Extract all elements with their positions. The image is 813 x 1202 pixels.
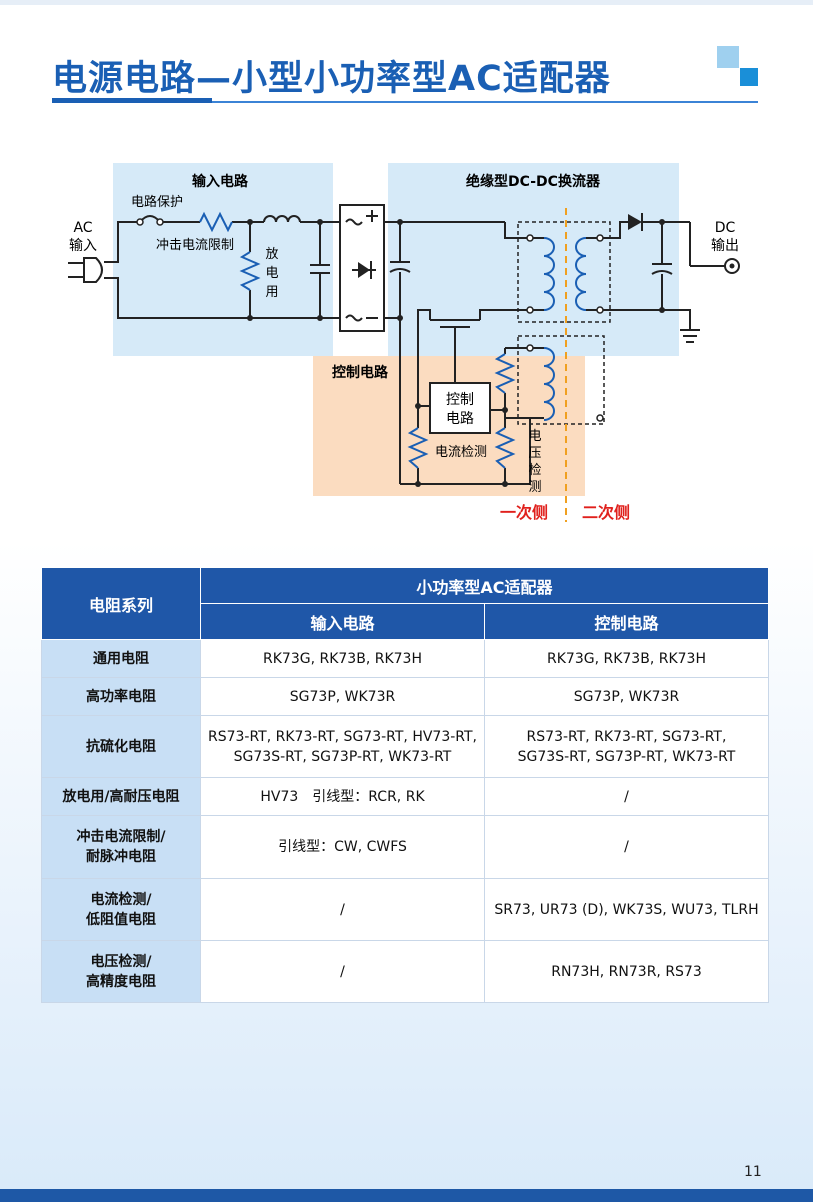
input-cell: RK73G, RK73B, RK73H (200, 639, 485, 678)
group-header: 小功率型AC适配器 (200, 567, 769, 604)
converter-region (388, 163, 679, 356)
table-row: 电流检测/低阻值电阻 / SR73, UR73 (D), WK73S, WU73… (41, 878, 769, 941)
control-cell: SG73P, WK73R (484, 677, 769, 716)
inrush-limit-label: 冲击电流限制 (156, 238, 234, 253)
ac-input-label-1: AC (73, 220, 92, 236)
table-row: 通用电阻 RK73G, RK73B, RK73H RK73G, RK73B, R… (41, 639, 769, 678)
secondary-side-label: 二次侧 (582, 503, 630, 522)
table-row: 电压检测/高精度电阻 / RN73H, RN73R, RS73 (41, 940, 769, 1003)
table-row: 冲击电流限制/耐脉冲电阻 引线型：CW, CWFS / (41, 815, 769, 879)
dc-output-label-2: 输出 (711, 238, 739, 254)
control-circuit-label: 控制电路 (332, 364, 389, 381)
aux-winding-boundary (517, 335, 605, 425)
junction-dots (247, 219, 665, 487)
row-name: 通用电阻 (41, 639, 201, 678)
control-cell: RN73H, RN73R, RS73 (484, 940, 769, 1003)
row-name: 放电用/高耐压电阻 (41, 777, 201, 816)
discharge-resistor-symbol (239, 251, 261, 291)
input-circuit-label: 输入电路 (192, 173, 249, 190)
row-name: 电压检测/高精度电阻 (41, 940, 201, 1003)
table-row: 放电用/高耐压电阻 HV73 引线型：RCR, RK / (41, 777, 769, 816)
primary-winding-symbol (543, 237, 555, 311)
dc-output-label-1: DC (715, 220, 736, 236)
converter-label: 绝缘型DC-DC换流器 (466, 173, 601, 190)
control-cell: / (484, 777, 769, 816)
control-cell: RK73G, RK73B, RK73H (484, 639, 769, 678)
control-cell: RS73-RT, RK73-RT, SG73-RT,SG73S-RT, SG73… (484, 715, 769, 778)
control-cell: / (484, 815, 769, 879)
circuit-protection-label: 电路保护 (131, 194, 183, 210)
row-name: 冲击电流限制/耐脉冲电阻 (41, 815, 201, 879)
row-name: 高功率电阻 (41, 677, 201, 716)
input-cell: HV73 引线型：RCR, RK (200, 777, 485, 816)
secondary-winding-symbol (575, 237, 587, 311)
discharge-label-1: 放 (265, 247, 278, 262)
page-number: 11 (744, 1164, 762, 1180)
decorative-square-light (717, 46, 739, 68)
resistor-series-table: 电阻系列 小功率型AC适配器 输入电路 控制电路 通用电阻 RK73G, RK7… (41, 567, 769, 1003)
voltage-divider-resistor-bottom (494, 427, 516, 469)
row-name: 抗硫化电阻 (41, 715, 201, 778)
control-block-label-1: 控制 (446, 392, 474, 408)
discharge-label-2: 电 (265, 266, 278, 281)
control-block-label-2: 电路 (446, 411, 474, 427)
aux-winding-symbol (543, 347, 555, 421)
title-underline-thick (52, 98, 212, 103)
row-name: 电流检测/低阻值电阻 (41, 878, 201, 941)
current-sense-resistor-symbol (407, 427, 429, 469)
input-cell: / (200, 878, 485, 941)
table-row: 高功率电阻 SG73P, WK73R SG73P, WK73R (41, 677, 769, 716)
primary-side-label: 一次侧 (500, 503, 548, 522)
control-circuit-column-header: 控制电路 (484, 603, 769, 640)
voltage-sense-label-3: 检 (528, 463, 541, 478)
decorative-square-dark (740, 68, 758, 86)
inrush-resistor-symbol (199, 211, 233, 233)
input-cell: SG73P, WK73R (200, 677, 485, 716)
circuit-diagram: 输入电路 绝缘型DC-DC换流器 控制电路 AC 输入 (0, 140, 813, 540)
bottom-bar (0, 1189, 813, 1202)
top-border (0, 0, 813, 5)
voltage-sense-label-2: 压 (528, 446, 541, 461)
transformer-boundary (517, 221, 611, 323)
page-title: 电源电路—小型小功率型AC适配器 (52, 59, 611, 99)
table-row: 抗硫化电阻 RS73-RT, RK73-RT, SG73-RT, HV73-RT… (41, 715, 769, 778)
input-circuit-region (113, 163, 333, 356)
input-inductor-symbol (263, 215, 301, 223)
current-sense-label: 电流检测 (435, 445, 487, 460)
title-underline-thin (212, 101, 758, 103)
voltage-sense-label-4: 测 (528, 480, 541, 495)
input-circuit-column-header: 输入电路 (200, 603, 485, 640)
control-cell: SR73, UR73 (D), WK73S, WU73, TLRH (484, 878, 769, 941)
input-cell: / (200, 940, 485, 1003)
series-header: 电阻系列 (41, 567, 201, 640)
input-cell: 引线型：CW, CWFS (200, 815, 485, 879)
input-cell: RS73-RT, RK73-RT, SG73-RT, HV73-RT,SG73S… (200, 715, 485, 778)
ac-plug-icon (68, 257, 103, 283)
voltage-divider-resistor-top (494, 353, 516, 394)
voltage-sense-label-1: 电 (528, 429, 541, 444)
discharge-label-3: 用 (265, 285, 278, 300)
output-diode-symbol (628, 214, 642, 230)
ac-input-label-2: 输入 (69, 238, 97, 254)
bridge-diode-symbol (358, 262, 370, 278)
